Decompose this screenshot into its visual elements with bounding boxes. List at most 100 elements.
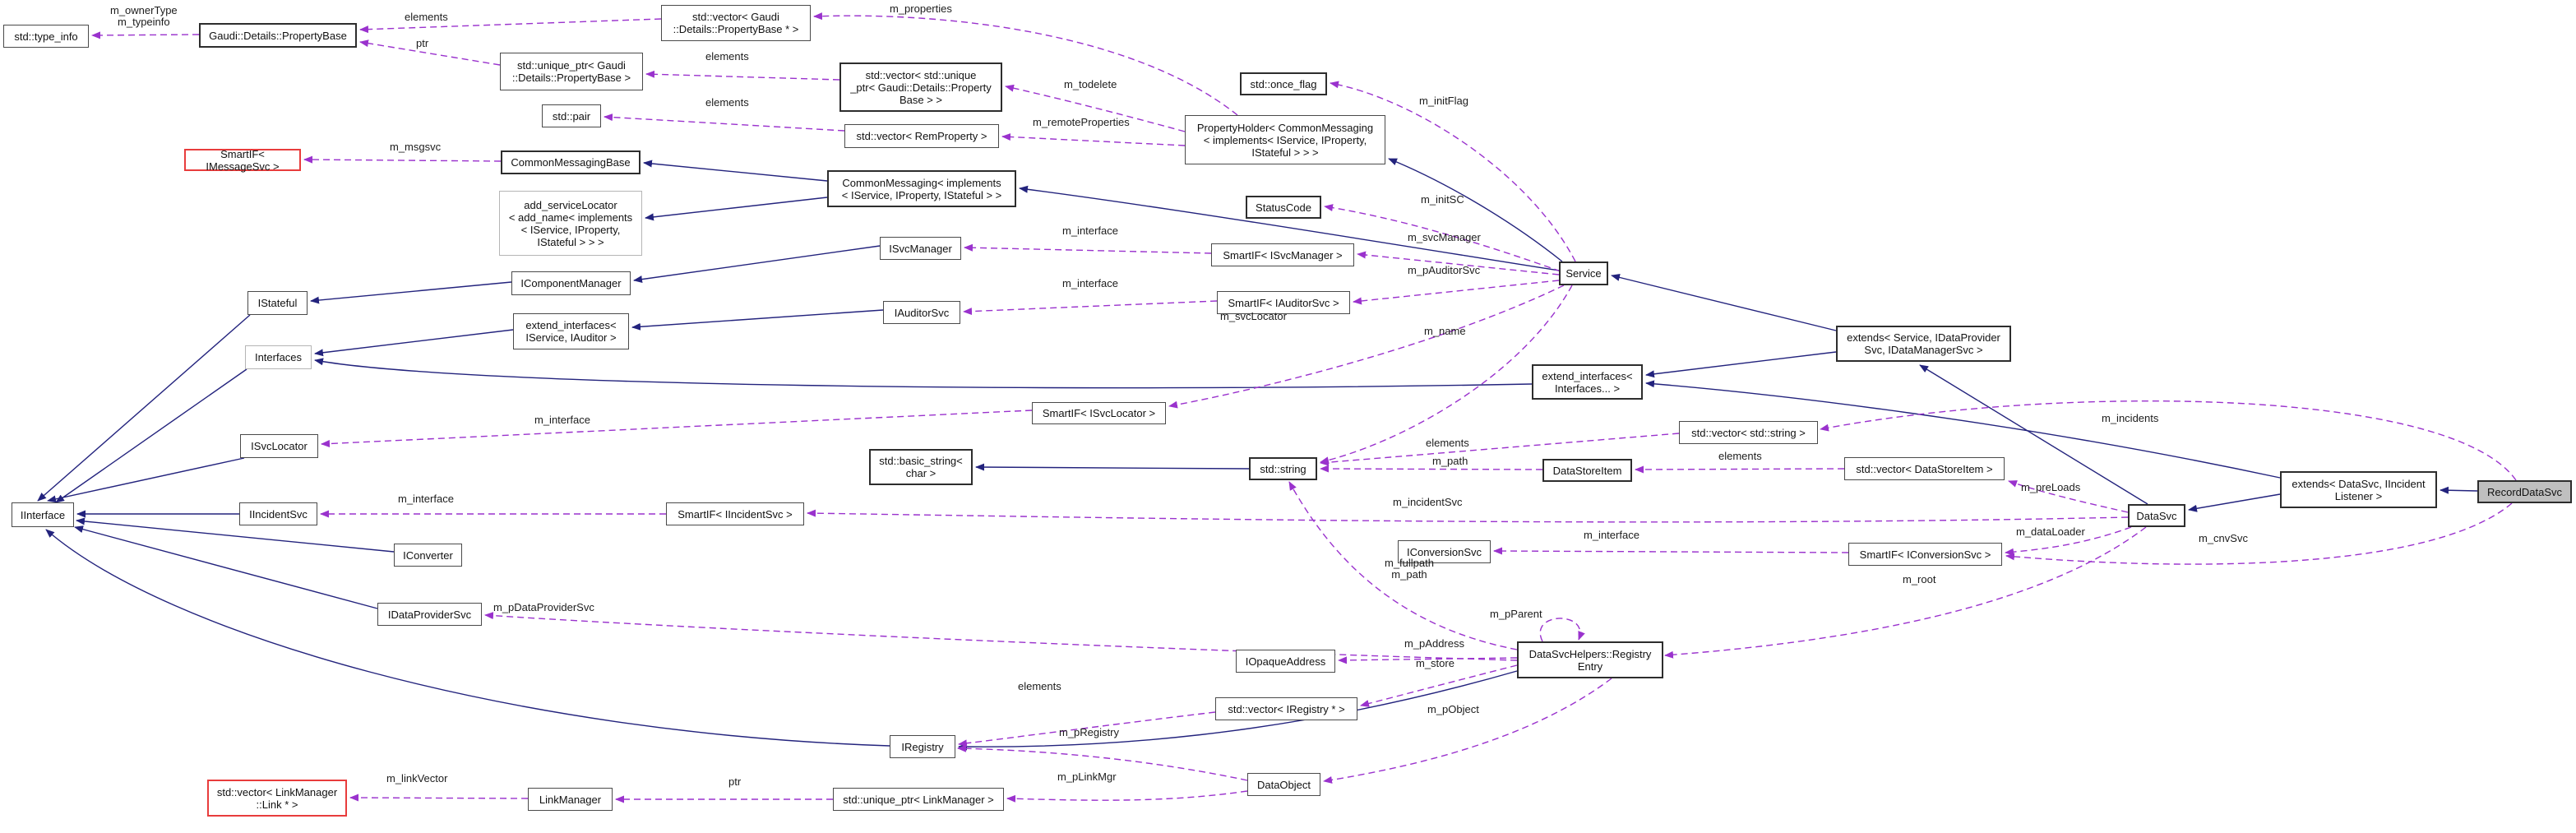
node-extends-datasvc[interactable]: extends< DataSvc, IIncident Listener > xyxy=(2280,471,2437,508)
edge-label-service-to-std-string: m_name xyxy=(1424,325,1466,337)
node-vec-datastoreitem[interactable]: std::vector< DataStoreItem > xyxy=(1844,457,2005,480)
edge-service-to-common-messaging xyxy=(1019,185,1560,271)
edge-isvcmanager-to-icomponentmanager xyxy=(633,245,881,284)
node-vec-unique-ptr-property-base[interactable]: std::vector< std::unique _ptr< Gaudi::De… xyxy=(839,62,1002,112)
node-unique-ptr-property-base[interactable]: std::unique_ptr< Gaudi ::Details::Proper… xyxy=(500,53,643,90)
node-std-string[interactable]: std::string xyxy=(1249,457,1317,480)
node-istateful[interactable]: IStateful xyxy=(247,291,308,315)
node-extend-interfaces-variadic[interactable]: extend_interfaces< Interfaces... > xyxy=(1532,364,1643,400)
node-iconverter[interactable]: IConverter xyxy=(394,544,462,567)
edge-label-vec-remproperty-to-std-pair: elements xyxy=(705,96,749,109)
edge-istateful-to-iinterface xyxy=(37,314,251,502)
node-smartif-imessagesvc[interactable]: SmartIF< IMessageSvc > xyxy=(184,148,301,173)
node-icomponentmanager[interactable]: IComponentManager xyxy=(511,271,631,295)
node-idataprovidersvc[interactable]: IDataProviderSvc xyxy=(377,603,482,626)
node-unique-ptr-linkmanager[interactable]: std::unique_ptr< LinkManager > xyxy=(833,788,1004,811)
edge-vec-iregistry-to-iregistry xyxy=(958,711,1216,747)
edge-iconverter-to-iinterface xyxy=(76,517,395,553)
edge-label-property-holder-to-vec-remproperty: m_remoteProperties xyxy=(1033,116,1130,128)
edge-smartif-isvclocator-to-isvclocator xyxy=(321,410,1033,448)
edge-registry-entry-to-vec-iregistry xyxy=(1360,664,1518,707)
node-common-messaging-base[interactable]: CommonMessagingBase xyxy=(501,150,641,174)
edge-label-property-holder-to-vec-property-base-ptr: m_properties xyxy=(890,2,952,15)
edge-common-messaging-to-add-servicelocator xyxy=(645,197,828,221)
edge-label-registry-entry-to-std-string: m_fullpath m_path xyxy=(1385,557,1434,581)
node-extend-interfaces-iservice-iauditor[interactable]: extend_interfaces< IService, IAuditor > xyxy=(513,313,629,349)
node-interfaces[interactable]: Interfaces xyxy=(245,345,312,369)
node-smartif-iauditorsvc[interactable]: SmartIF< IAuditorSvc > xyxy=(1217,291,1350,314)
node-iopaqueaddress[interactable]: IOpaqueAddress xyxy=(1236,650,1335,673)
edge-dataobject-to-iregistry xyxy=(957,744,1248,781)
node-smartif-isvclocator[interactable]: SmartIF< ISvcLocator > xyxy=(1032,402,1166,424)
edge-common-messaging-to-common-messaging-base xyxy=(643,160,828,182)
node-vec-iregistry[interactable]: std::vector< IRegistry * > xyxy=(1215,697,1357,720)
node-iregistry[interactable]: IRegistry xyxy=(890,735,955,758)
node-isvcmanager[interactable]: ISvcManager xyxy=(880,237,961,260)
node-type-info[interactable]: std::type_info xyxy=(3,25,89,48)
edge-label-recorddatasvc-to-vec-string: m_incidents xyxy=(2102,412,2159,424)
edge-vec-property-base-ptr-to-property-base xyxy=(359,18,662,34)
node-extends-service[interactable]: extends< Service, IDataProvider Svc, IDa… xyxy=(1836,326,2011,362)
node-add-servicelocator[interactable]: add_serviceLocator < add_name< implement… xyxy=(499,191,642,256)
edge-label-datasvc-to-smartif-iincidentsvc: m_incidentSvc xyxy=(1393,496,1463,508)
edge-vec-string-to-std-string xyxy=(1320,433,1680,466)
edge-icomponentmanager-to-istateful xyxy=(310,281,512,304)
node-service[interactable]: Service xyxy=(1559,261,1608,285)
edge-label-dataobject-to-iregistry: m_pRegistry xyxy=(1059,726,1119,738)
edge-registry-entry-to-registry-entry xyxy=(1539,618,1585,642)
node-property-holder[interactable]: PropertyHolder< CommonMessaging < implem… xyxy=(1185,115,1385,164)
node-dataobject[interactable]: DataObject xyxy=(1247,773,1320,796)
node-iinterface[interactable]: IInterface xyxy=(12,502,74,527)
node-vec-remproperty[interactable]: std::vector< RemProperty > xyxy=(844,124,999,148)
edge-label-registry-entry-to-iopaqueaddress: m_pAddress xyxy=(1404,637,1464,650)
node-property-base[interactable]: Gaudi::Details::PropertyBase xyxy=(199,23,357,48)
node-linkmanager[interactable]: LinkManager xyxy=(528,788,613,811)
node-basic-string[interactable]: std::basic_string< char > xyxy=(869,449,973,485)
edge-registry-entry-to-std-string xyxy=(1288,481,1518,650)
edge-registry-entry-to-idataprovidersvc xyxy=(484,612,1518,661)
node-vec-string[interactable]: std::vector< std::string > xyxy=(1679,421,1818,444)
edge-label-registry-entry-to-dataobject: m_pObject xyxy=(1427,703,1479,715)
node-smartif-isvcmanager[interactable]: SmartIF< ISvcManager > xyxy=(1211,243,1354,266)
edge-label-common-messaging-base-to-smartif-imessagesvc: m_msgsvc xyxy=(390,141,442,153)
edge-recorddatasvc-to-smartif-iconversionsvc xyxy=(2005,502,2513,565)
edge-label-datastoreitem-to-std-string: m_path xyxy=(1432,455,1468,467)
node-vec-linkmanager-link[interactable]: std::vector< LinkManager ::Link * > xyxy=(207,780,347,817)
node-smartif-iincidentsvc[interactable]: SmartIF< IIncidentSvc > xyxy=(666,502,804,525)
edge-label-service-to-smartif-isvclocator: m_svcLocator xyxy=(1220,310,1287,322)
edge-service-to-std-string xyxy=(1320,285,1573,465)
node-isvclocator[interactable]: ISvcLocator xyxy=(240,434,318,458)
edge-datasvc-to-extends-service xyxy=(1919,364,2148,505)
node-registry-entry[interactable]: DataSvcHelpers::Registry Entry xyxy=(1517,641,1663,678)
edge-service-to-smartif-isvcmanager xyxy=(1357,251,1560,275)
edge-label-smartif-iincidentsvc-to-iincidentsvc: m_interface xyxy=(398,493,454,505)
node-vec-property-base-ptr[interactable]: std::vector< Gaudi ::Details::PropertyBa… xyxy=(661,5,811,41)
edge-label-unique-ptr-linkmanager-to-linkmanager: ptr xyxy=(728,775,742,788)
edge-datasvc-to-smartif-iconversionsvc xyxy=(2005,526,2132,556)
edge-label-vec-unique-ptr-property-base-to-unique-ptr-property-base: elements xyxy=(705,50,749,62)
edge-property-holder-to-vec-unique-ptr-property-base xyxy=(1005,84,1186,132)
node-once-flag[interactable]: std::once_flag xyxy=(1240,72,1327,95)
edge-label-service-to-statuscode: m_initSC xyxy=(1421,193,1464,206)
edge-label-unique-ptr-property-base-to-property-base: ptr xyxy=(416,37,429,49)
node-iincidentsvc[interactable]: IIncidentSvc xyxy=(239,502,317,525)
edge-iregistry-to-iinterface xyxy=(45,529,890,747)
edge-extend-interfaces-variadic-to-interfaces xyxy=(314,358,1533,389)
node-smartif-iconversionsvc[interactable]: SmartIF< IConversionSvc > xyxy=(1848,543,2002,566)
node-datastoreitem[interactable]: DataStoreItem xyxy=(1542,459,1632,482)
node-iauditorsvc[interactable]: IAuditorSvc xyxy=(883,301,960,324)
edge-smartif-isvcmanager-to-isvcmanager xyxy=(964,243,1212,254)
node-statuscode[interactable]: StatusCode xyxy=(1246,196,1321,219)
edge-label-registry-entry-to-idataprovidersvc: m_pDataProviderSvc xyxy=(493,601,594,613)
edge-label-registry-entry-to-vec-iregistry: m_store xyxy=(1416,657,1454,669)
edge-label-property-holder-to-vec-unique-ptr-property-base: m_todelete xyxy=(1064,78,1117,90)
edge-label-vec-datastoreitem-to-datastoreitem: elements xyxy=(1718,450,1762,462)
node-common-messaging[interactable]: CommonMessaging< implements < IService, … xyxy=(827,170,1016,207)
edge-common-messaging-base-to-smartif-imessagesvc xyxy=(303,155,502,164)
node-std-pair[interactable]: std::pair xyxy=(542,104,601,127)
node-iconversionsvc[interactable]: IConversionSvc xyxy=(1398,540,1491,563)
edge-datasvc-to-smartif-iincidentsvc xyxy=(807,509,2129,523)
edge-label-vec-iregistry-to-iregistry: elements xyxy=(1018,680,1061,692)
edge-interfaces-to-iinterface xyxy=(55,368,247,503)
node-datasvc[interactable]: DataSvc xyxy=(2128,504,2185,527)
